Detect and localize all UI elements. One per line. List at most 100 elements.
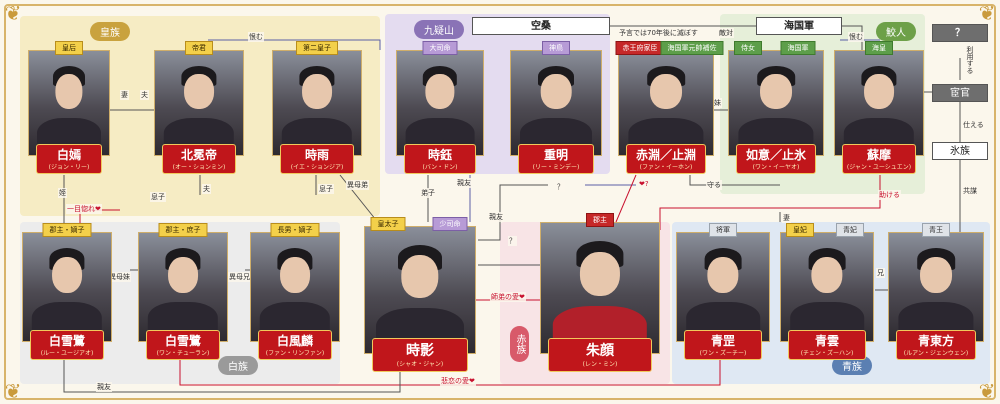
character-card-jiu[interactable]: 第二皇子 時雨(イエ・ションジア)	[272, 41, 362, 174]
role-badge-secondary: 青妃	[836, 223, 864, 237]
character-name: 時雨	[304, 148, 329, 162]
zone-label-blue: 青族	[832, 356, 872, 375]
character-name: 蘇摩	[866, 148, 891, 162]
character-name: 白雪鷺	[48, 334, 85, 348]
label-hostile: 敵対	[718, 28, 734, 38]
role-badge: 海皇	[865, 41, 893, 55]
portrait	[364, 226, 476, 354]
nameplate: 時影(シャオ・ジャン)	[372, 338, 468, 372]
label-crush: 一目惚れ❤	[66, 204, 102, 214]
actor-name: (リー・ミンデー)	[532, 164, 580, 171]
label-friend3: 親友	[96, 382, 112, 392]
character-card-shugan[interactable]: 郡主 朱顔 (レン・ミン)	[540, 213, 660, 372]
line-friend3	[63, 360, 401, 393]
nameplate: 白風麟 (ファン・リンファン)	[258, 330, 332, 360]
role-badge-secondary: 海国軍	[780, 41, 816, 55]
nameplate: 北冕帝(オー・ションミン)	[162, 144, 236, 174]
nameplate: 青罡(ワン・ズーチー)	[684, 330, 762, 360]
nameplate: 白雪鷺 (ルー・ユージアオ)	[30, 330, 104, 360]
role-badge: 皇太子	[370, 217, 406, 231]
label-halfbro2: 異母兄	[228, 272, 251, 282]
character-card-seiun[interactable]: 皇妃 青妃 青雲 (チェン・ズーハン)	[780, 223, 874, 360]
portrait	[510, 50, 602, 156]
label-son2: 息子	[150, 192, 166, 202]
portrait	[250, 232, 340, 342]
role-badge: 郡主・庶子	[158, 223, 208, 237]
character-name: 如意／止氷	[745, 148, 806, 162]
character-card-seizai[interactable]: 将軍 青罡(ワン・ズーチー)	[676, 223, 770, 360]
label-husband2: 夫	[202, 184, 211, 194]
ornament-icon: ❦	[4, 1, 22, 25]
role-badge: 赤王府家臣	[615, 41, 665, 55]
actor-name: (ファン・リンファン)	[265, 350, 325, 357]
label-halfbro: 異母弟	[346, 180, 369, 190]
character-name: 北冕帝	[180, 148, 217, 162]
character-card-jiei[interactable]: 皇太子 少司命 時影(シャオ・ジャン)	[364, 217, 476, 372]
label-sister: 妹	[713, 98, 722, 108]
portrait	[22, 232, 112, 342]
label-husband: 夫	[140, 90, 149, 100]
portrait	[618, 50, 714, 156]
character-name: 朱顔	[586, 343, 614, 359]
portrait	[272, 50, 362, 156]
zone-label-imperial: 皇族	[90, 22, 130, 41]
character-card-sekien[interactable]: 赤王府家臣 海国軍元帥補佐 赤淵／止淵(ファン・イーホン)	[615, 41, 724, 174]
kan-box: 宦官	[932, 84, 988, 102]
role-badge: 皇后	[55, 41, 83, 55]
role-badge: 郡主・嫡子	[42, 223, 92, 237]
actor-name: (ルー・ユージアオ)	[40, 350, 94, 357]
sea-army-box: 海国軍	[756, 17, 842, 35]
character-card-seitoho[interactable]: 青王 青東方(ルアン・ジェンウェン)	[888, 223, 984, 360]
role-badge-secondary: 海国軍元帥補佐	[660, 41, 724, 55]
actor-name: (ジャン・ユーシュエン)	[846, 164, 912, 171]
actor-name: (レン・ミン)	[582, 361, 618, 368]
role-badge-secondary: 少司命	[432, 217, 468, 231]
nameplate: 青東方(ルアン・ジェンウェン)	[896, 330, 976, 360]
actor-name: (チェン・ズーハン)	[800, 350, 854, 357]
portrait	[154, 50, 244, 156]
label-hall: ？	[508, 236, 517, 246]
character-card-hokuyo[interactable]: 帝君 北冕帝(オー・ションミン)	[154, 41, 244, 174]
label-son: 息子	[318, 184, 334, 194]
character-name: 青雲	[814, 334, 839, 348]
actor-name: (ワン・イーヤオ)	[752, 164, 800, 171]
zone-label-mermaid: 鮫人	[876, 22, 916, 41]
label-love-question: ❤?	[638, 180, 650, 188]
line-love-q	[615, 174, 637, 223]
actor-name: (シャオ・ジャン)	[396, 361, 444, 368]
character-card-soma[interactable]: 海皇 蘇摩 (ジャン・ユーシュエン)	[834, 41, 924, 174]
character-name: 白風麟	[276, 334, 313, 348]
portrait	[28, 50, 110, 156]
label-use: 利用する	[964, 46, 976, 74]
actor-name: (ルアン・ジェンウェン)	[903, 350, 969, 357]
character-card-hakuen[interactable]: 皇后 白嫣(ジョン・リー)	[28, 41, 110, 174]
nameplate: 時雨(イエ・ションジア)	[280, 144, 354, 174]
ornament-icon: ❦	[978, 1, 996, 25]
actor-name: (ワン・チューラン)	[156, 350, 210, 357]
role-badge: 郡主	[586, 213, 614, 227]
portrait	[396, 50, 484, 156]
portrait	[888, 232, 984, 342]
character-card-furin[interactable]: 長男・嫡子 白風麟(ファン・リンファン)	[250, 223, 340, 360]
role-badge: 皇妃	[786, 223, 814, 237]
character-card-setsuro2[interactable]: 郡主・庶子 白雪鷺(ワン・チューラン)	[138, 223, 228, 360]
zone-label-red: 赤族	[510, 326, 529, 362]
label-wife2: 妻	[782, 213, 791, 223]
character-card-setsuro[interactable]: 郡主・嫡子 白雪鷺 (ルー・ユージアオ)	[22, 223, 112, 360]
line-protect	[689, 175, 780, 186]
character-card-nyoi[interactable]: 侍女 海国軍 如意／止氷(ワン・イーヤオ)	[728, 41, 824, 174]
label-halfsis: 異母妹	[108, 272, 131, 282]
character-card-jiyu[interactable]: 大司命 時鈺(バン・ドン)	[396, 41, 484, 174]
character-card-chomei[interactable]: 神鳥 重明(リー・ミンデー)	[510, 41, 602, 174]
label-brother: 兄	[876, 268, 885, 278]
ornament-icon: ❦	[4, 379, 22, 403]
character-name: 赤淵／止淵	[635, 148, 696, 162]
portrait	[138, 232, 228, 342]
line-hostile	[842, 25, 863, 58]
nameplate: 青雲 (チェン・ズーハン)	[788, 330, 866, 360]
ornament-icon: ❦	[978, 379, 996, 403]
portrait	[834, 50, 924, 156]
role-badge: 将軍	[709, 223, 737, 237]
zone-label-kyugi: 九疑山	[414, 20, 464, 39]
label-friend: 親友	[456, 178, 472, 188]
